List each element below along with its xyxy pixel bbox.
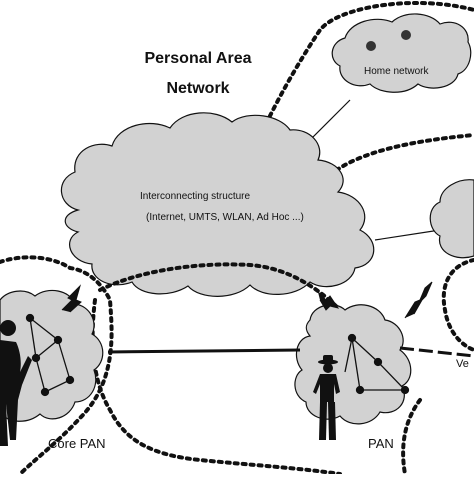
pan-cloud	[294, 304, 412, 425]
link-internet-right	[374, 229, 441, 241]
title-line-1: Personal Area	[144, 50, 252, 67]
interconnecting-structure-examples: (Internet, UMTS, WLAN, Ad Hoc ...)	[146, 212, 304, 223]
wireless-link-icon	[317, 291, 340, 311]
core-pan-upper-boundary	[98, 262, 342, 312]
person-with-hat-icon	[313, 355, 340, 440]
pan-right-boundary	[401, 398, 422, 476]
remote-network-cloud	[429, 179, 474, 259]
home-network-cloud	[331, 13, 472, 93]
wireless-link-icon	[61, 284, 82, 313]
home-device-node-2	[401, 30, 411, 40]
home-device-node-1	[366, 41, 376, 51]
home-network-label: Home network	[364, 66, 429, 77]
interconnecting-structure-label: Interconnecting structure	[140, 191, 251, 202]
home-network-boundary-lower	[328, 133, 474, 177]
core-pan-devices	[25, 313, 75, 397]
core-pan-outer-boundary	[0, 255, 114, 476]
pan-devices	[344, 333, 410, 395]
core-pan-label: Core PAN	[48, 436, 106, 451]
title-line-2: Network	[166, 80, 230, 97]
link-core-pan-to-pan	[107, 348, 301, 354]
core-pan-cloud	[0, 289, 104, 422]
person-icon	[0, 320, 32, 446]
interconnecting-structure-cloud	[60, 112, 375, 297]
vehicle-pan-label: Ve	[456, 358, 469, 370]
wireless-link-icon	[404, 281, 433, 319]
home-network-boundary	[248, 0, 474, 162]
link-pan-vehicle	[399, 346, 474, 358]
right-boundary	[441, 258, 474, 352]
pan-label: PAN	[368, 436, 394, 451]
